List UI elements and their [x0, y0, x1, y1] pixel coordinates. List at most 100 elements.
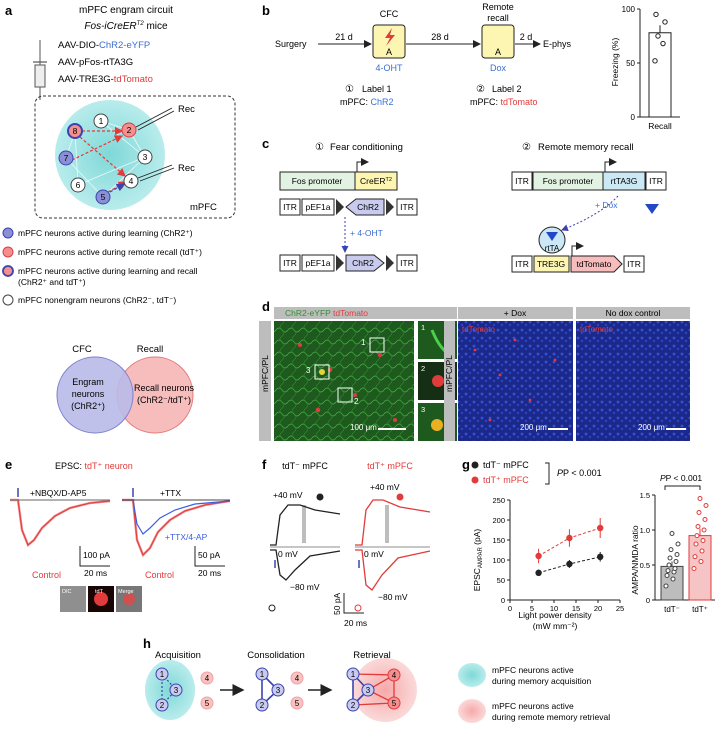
c-step1: Fear conditioning	[330, 142, 403, 153]
e-img-tdt: tdT	[95, 589, 104, 595]
lightning-icon	[385, 28, 395, 46]
ratio-xtick-label: tdT⁺	[692, 605, 708, 614]
ratio-point	[668, 547, 674, 553]
h-legend2-l1: mPFC neurons active	[492, 701, 574, 711]
rec-label-2: Rec	[178, 163, 195, 174]
f-neg80-1: −80 mV	[290, 582, 320, 592]
d-box-label-1: 1	[361, 338, 366, 347]
e-control2: Control	[145, 570, 174, 580]
g-xlabel-1: Light power density	[518, 610, 592, 620]
b-label1-sub: mPFC: ChR2	[340, 97, 394, 107]
epsc-ytick-label: 150	[492, 536, 505, 545]
d-box-label-2: 2	[354, 397, 359, 406]
c-itr-4: ITR	[400, 258, 414, 268]
epsc-xtick-label: 15	[572, 604, 580, 613]
epsc-point	[597, 553, 604, 560]
c-pef1a-1: pEF1a	[305, 202, 330, 212]
c-chr2: ChR2	[352, 258, 374, 268]
d-inset-3: 3	[421, 405, 425, 414]
epsc-point	[566, 534, 573, 542]
e-scale-20ms-1: 20 ms	[84, 568, 107, 578]
epsc-ytick-label: 50	[497, 576, 505, 585]
venn-engram-l3: (ChR2⁺)	[71, 401, 105, 411]
h-r-node-5: 5	[392, 699, 397, 708]
b-cfc: CFC	[380, 9, 399, 19]
legend-recall: mPFC neurons active during remote recall…	[18, 247, 202, 257]
d-scale-100: 100 μm	[350, 423, 377, 432]
h-legend2-l2: during remote memory retrieval	[492, 712, 610, 722]
ratio-point	[673, 559, 679, 564]
ratio-xtick-label: tdT⁻	[664, 605, 680, 614]
b-context-a-box-2	[481, 24, 515, 59]
venn-cfc-title: CFC	[72, 344, 92, 355]
f-zero-1: 0 mV	[278, 549, 298, 559]
g-xlabel-2: (mW mm⁻²)	[533, 621, 578, 631]
c-tre3g: TRE3G	[537, 259, 565, 269]
neuron-5: 5	[101, 192, 106, 202]
d-side-label-2: mPFC/PL	[444, 355, 454, 392]
c-rtta: rtTA	[545, 244, 560, 253]
b-surgery: Surgery	[275, 39, 307, 49]
neuron-6: 6	[76, 180, 81, 190]
b-box-a: A	[386, 47, 392, 57]
epsc-ytick-label: 200	[492, 516, 505, 525]
b-remote: Remote	[482, 2, 514, 12]
ratio-point	[667, 555, 673, 561]
panel-b: Surgery 21 d CFC A 4-OHT 28 d Remote rec…	[275, 2, 680, 131]
c-itr-5: ITR	[515, 176, 529, 186]
g-legend-neg: tdT⁻ mPFC	[483, 460, 529, 470]
ratio-point	[675, 541, 681, 547]
ratio-point	[703, 503, 709, 508]
f-scale-20ms: 20 ms	[344, 618, 367, 628]
panel-letter-f: f	[262, 457, 267, 472]
h-c-node-4: 4	[295, 674, 300, 683]
venn-recall-title: Recall	[137, 344, 163, 355]
c-itr-7: ITR	[515, 259, 529, 269]
b-2d: 2 d	[520, 32, 533, 42]
epsc-xtick-label: 5	[530, 604, 534, 613]
neuron-4: 4	[129, 176, 134, 186]
freeze-tick-label: 50	[626, 59, 635, 68]
e-scale-100pa: 100 pA	[83, 550, 110, 560]
panel-d: ChR2-eYFP tdTomato mPFC/PL 1 3 2 100 μm …	[259, 307, 690, 441]
freeze-point	[652, 58, 658, 64]
epsc-ytick-label: 250	[492, 496, 505, 505]
b-28d: 28 d	[431, 32, 449, 42]
legend-both: mPFC neurons active during learning and …	[18, 266, 198, 276]
e-title: EPSC: tdT⁺ neuron	[55, 461, 133, 471]
c-plus-4oht: + 4-OHT	[350, 228, 383, 238]
c-itr-2: ITR	[400, 202, 414, 212]
c-step1-num: ①	[315, 142, 324, 153]
c-rtta3g: rtTA3G	[611, 176, 638, 186]
c-itr-1: ITR	[283, 202, 297, 212]
ratio-point	[674, 552, 680, 557]
legend-learning: mPFC neurons active during learning (ChR…	[18, 228, 193, 238]
h-stage-consolidation: Consolidation	[247, 650, 305, 661]
freeze-tick-label: 100	[622, 5, 636, 14]
panel-e: EPSC: tdT⁺ neuron +NBQX/D-AP5 Control 10…	[10, 461, 231, 612]
h-c-node-2: 2	[260, 701, 265, 710]
c-step2-num: ②	[522, 142, 531, 153]
panel-letter-e: e	[5, 457, 12, 472]
h-c-node-5: 5	[295, 699, 300, 708]
ratio-ytick-label: 1.0	[640, 526, 650, 535]
b-label2-sub: mPFC: tdTomato	[470, 97, 538, 107]
epsc-point	[597, 524, 604, 532]
d-inset-2: 2	[421, 364, 425, 373]
a-virus1: AAV-DIO-ChR2-eYFP	[58, 40, 150, 51]
b-recall: recall	[487, 13, 509, 23]
ratio-point	[695, 524, 701, 529]
f-pos40-2: +40 mV	[370, 482, 400, 492]
d-box-label-3: 3	[306, 366, 311, 375]
f-neg80-2: −80 mV	[378, 592, 408, 602]
h-legend1-l1: mPFC neurons active	[492, 665, 574, 675]
epsc-xtick-label: 10	[550, 604, 558, 613]
b-21d: 21 d	[335, 32, 353, 42]
h-c-node-3: 3	[276, 686, 281, 695]
ratio-point	[663, 583, 669, 589]
d-header-dox: + Dox	[504, 308, 527, 318]
d-side-label: mPFC/PL	[260, 355, 270, 392]
ratio-point	[699, 548, 705, 554]
